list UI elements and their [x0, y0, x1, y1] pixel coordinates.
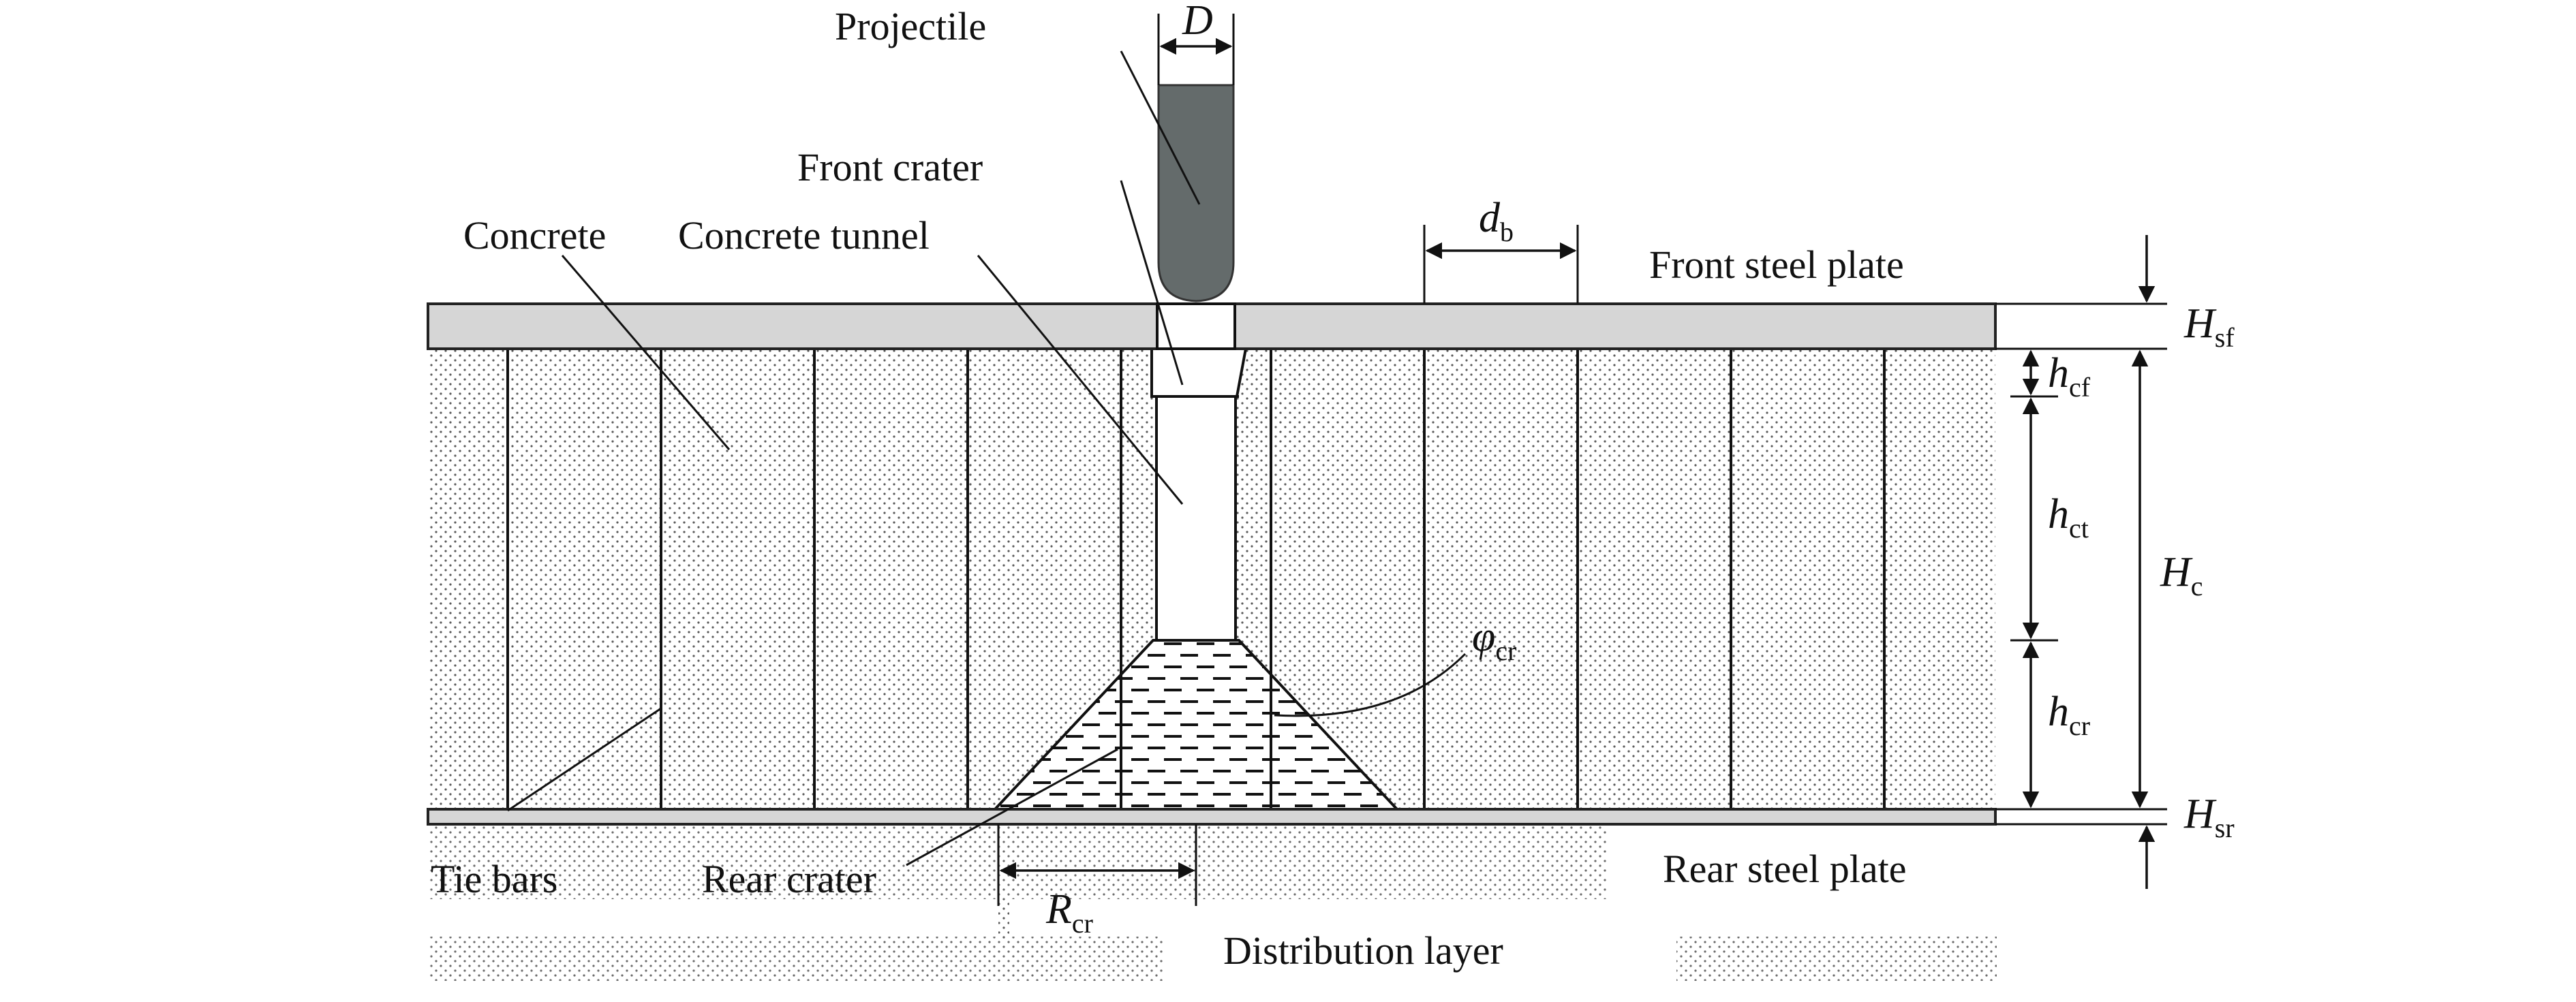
- concrete-tunnel-shape: [1155, 395, 1237, 642]
- symbol-Rcr: Rcr: [1045, 886, 1093, 939]
- cone-angle-leader: [1274, 653, 1467, 717]
- symbol-hct: hct: [2048, 491, 2089, 544]
- symbol-hcr: hcr: [2048, 689, 2090, 741]
- rear-crater-label: Rear crater: [702, 857, 876, 901]
- front-crater-leader: [1120, 180, 1184, 386]
- tie-bars-leader: [507, 707, 662, 812]
- front-crater-label: Front crater: [797, 145, 983, 189]
- rear-crater-leader: [906, 748, 1118, 866]
- distribution-layer-top: [428, 824, 1607, 899]
- distribution-layer-left: [998, 899, 1009, 940]
- symbol-phicr: φcr: [1472, 614, 1516, 666]
- distribution-layer-bottom-left: [428, 937, 1164, 981]
- concrete-tunnel-leader: [977, 255, 1184, 505]
- projectile-label: Projectile: [835, 4, 986, 48]
- front-crater-shape: [1150, 347, 1248, 398]
- distribution-layer-bottom-right: [1676, 937, 1997, 981]
- concrete-label: Concrete: [463, 213, 606, 257]
- rear-steel-plate-label: Rear steel plate: [1663, 847, 1907, 891]
- projectile-leader: [1120, 50, 1201, 205]
- tie-bars-label: Tie bars: [431, 857, 557, 901]
- projectile-shape: [1157, 84, 1235, 302]
- symbol-hcf: hcf: [2048, 350, 2091, 403]
- symbol-Hsf: Hsf: [2183, 300, 2235, 353]
- symbol-Hsr: Hsr: [2183, 791, 2235, 843]
- concrete-leader: [561, 255, 731, 450]
- symbol-D: D: [1182, 0, 1213, 44]
- symbol-db: db: [1479, 195, 1514, 247]
- distribution-layer-label: Distribution layer: [1223, 928, 1503, 973]
- concrete-tunnel-label: Concrete tunnel: [678, 213, 930, 257]
- symbol-Hc: Hc: [2160, 549, 2203, 601]
- tie-bars: [506, 349, 1886, 809]
- rear-steel-plate-shape: [427, 808, 1997, 826]
- front-steel-plate-label: Front steel plate: [1649, 242, 1904, 287]
